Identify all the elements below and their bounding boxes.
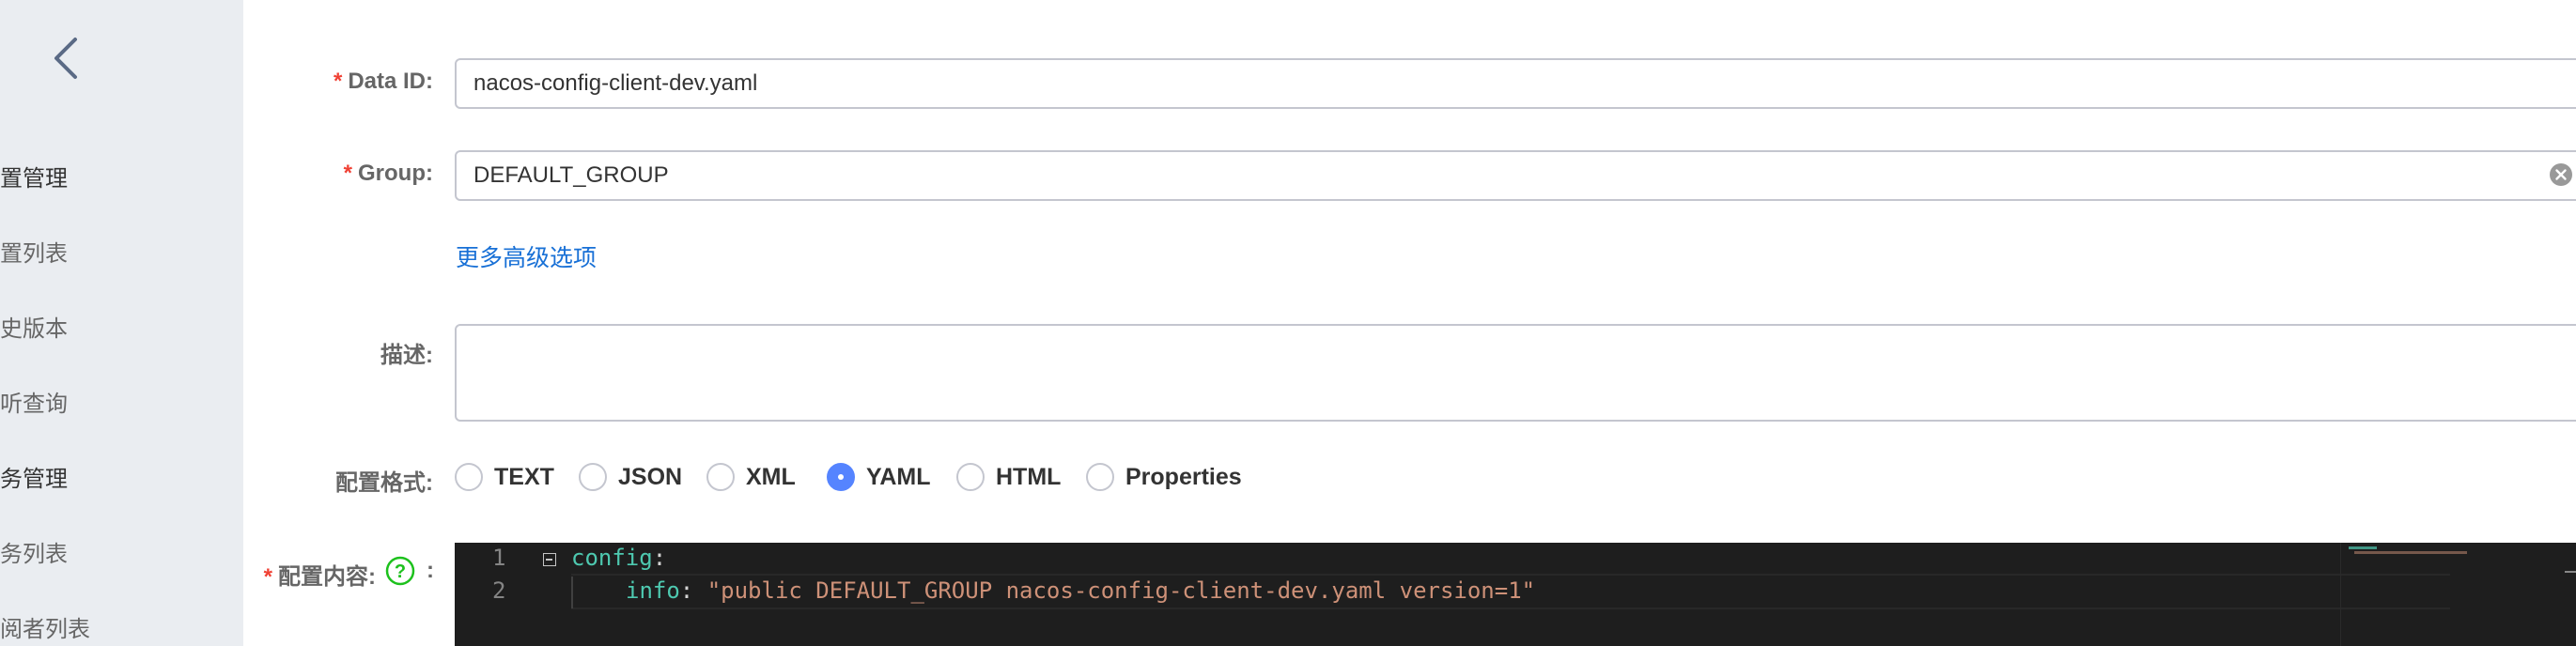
yaml-key: info bbox=[626, 577, 680, 604]
data-id-input[interactable] bbox=[455, 58, 2576, 109]
description-label: 描述: bbox=[380, 343, 433, 368]
format-label: 配置格式: bbox=[335, 470, 433, 496]
group-label-text: Group: bbox=[358, 161, 433, 186]
code-editor[interactable]: 1 2 config: info: "public DEFAULT_GROUP … bbox=[455, 543, 2576, 646]
sidebar-item-service-list[interactable]: 务列表 bbox=[0, 542, 68, 567]
radio-label: Properties bbox=[1125, 463, 1242, 490]
indent-guide bbox=[571, 577, 573, 608]
sidebar-group-service[interactable]: 务管理 bbox=[0, 467, 68, 492]
editor-scrollbar[interactable] bbox=[2565, 571, 2576, 573]
radio-circle[interactable] bbox=[1086, 463, 1114, 491]
chevron-left-icon[interactable] bbox=[43, 30, 100, 86]
yaml-key: config bbox=[571, 545, 653, 571]
code-line-2: info: "public DEFAULT_GROUP nacos-config… bbox=[626, 577, 1535, 604]
current-line-highlight bbox=[571, 574, 2450, 609]
line-number: 1 bbox=[492, 545, 506, 571]
group-label: *Group: bbox=[344, 161, 433, 187]
sidebar: 置管理 置列表 史版本 听查询 务管理 务列表 阅者列表 bbox=[0, 0, 243, 646]
description-textarea[interactable] bbox=[455, 324, 2576, 422]
required-mark: * bbox=[263, 564, 272, 590]
sidebar-item-history[interactable]: 史版本 bbox=[0, 316, 68, 342]
yaml-colon: : bbox=[679, 577, 707, 604]
yaml-string-value: "public DEFAULT_GROUP nacos-config-clien… bbox=[706, 577, 1536, 604]
required-mark: * bbox=[343, 161, 353, 186]
radio-label: TEXT bbox=[494, 463, 554, 490]
format-option-html[interactable]: HTML bbox=[956, 460, 1061, 494]
content-label-colon: : bbox=[427, 558, 434, 583]
content-label: *配置内容: bbox=[264, 558, 376, 591]
radio-label: YAML bbox=[866, 463, 931, 490]
sidebar-group-config[interactable]: 置管理 bbox=[0, 166, 68, 192]
radio-label: HTML bbox=[996, 463, 1062, 490]
radio-circle[interactable] bbox=[956, 463, 985, 491]
question-circle-icon[interactable]: ? bbox=[385, 556, 415, 586]
data-id-label: *Data ID: bbox=[334, 69, 433, 95]
advanced-options-link[interactable]: 更多高级选项 bbox=[456, 245, 597, 271]
format-option-yaml[interactable]: YAML bbox=[827, 460, 931, 494]
sidebar-item-subscriber-list[interactable]: 阅者列表 bbox=[0, 617, 90, 642]
content-label-text: 配置内容: bbox=[278, 564, 376, 590]
radio-circle[interactable] bbox=[579, 463, 607, 491]
help-glyph: ? bbox=[395, 561, 406, 582]
format-option-text[interactable]: TEXT bbox=[455, 460, 554, 494]
minimap-line bbox=[2349, 546, 2377, 549]
radio-circle[interactable] bbox=[455, 463, 483, 491]
editor-gutter: 1 2 bbox=[455, 543, 539, 646]
code-line-1: config: bbox=[571, 545, 666, 571]
group-input[interactable] bbox=[455, 150, 2576, 201]
sidebar-item-listener-query[interactable]: 听查询 bbox=[0, 392, 68, 417]
format-option-xml[interactable]: XML bbox=[706, 460, 796, 494]
radio-label: JSON bbox=[618, 463, 683, 490]
format-option-json[interactable]: JSON bbox=[579, 460, 682, 494]
editor-minimap[interactable] bbox=[2340, 543, 2576, 646]
data-id-label-text: Data ID: bbox=[348, 69, 433, 94]
required-mark: * bbox=[333, 69, 343, 94]
line-number: 2 bbox=[492, 577, 506, 604]
yaml-colon: : bbox=[652, 545, 667, 571]
fold-minus-icon[interactable] bbox=[543, 553, 556, 566]
format-option-properties[interactable]: Properties bbox=[1086, 460, 1242, 494]
radio-circle-checked[interactable] bbox=[827, 463, 855, 491]
minimap-line bbox=[2354, 551, 2467, 554]
radio-circle[interactable] bbox=[706, 463, 735, 491]
clear-circle-icon[interactable] bbox=[2549, 162, 2573, 187]
radio-label: XML bbox=[746, 463, 796, 490]
sidebar-item-config-list[interactable]: 置列表 bbox=[0, 241, 68, 267]
